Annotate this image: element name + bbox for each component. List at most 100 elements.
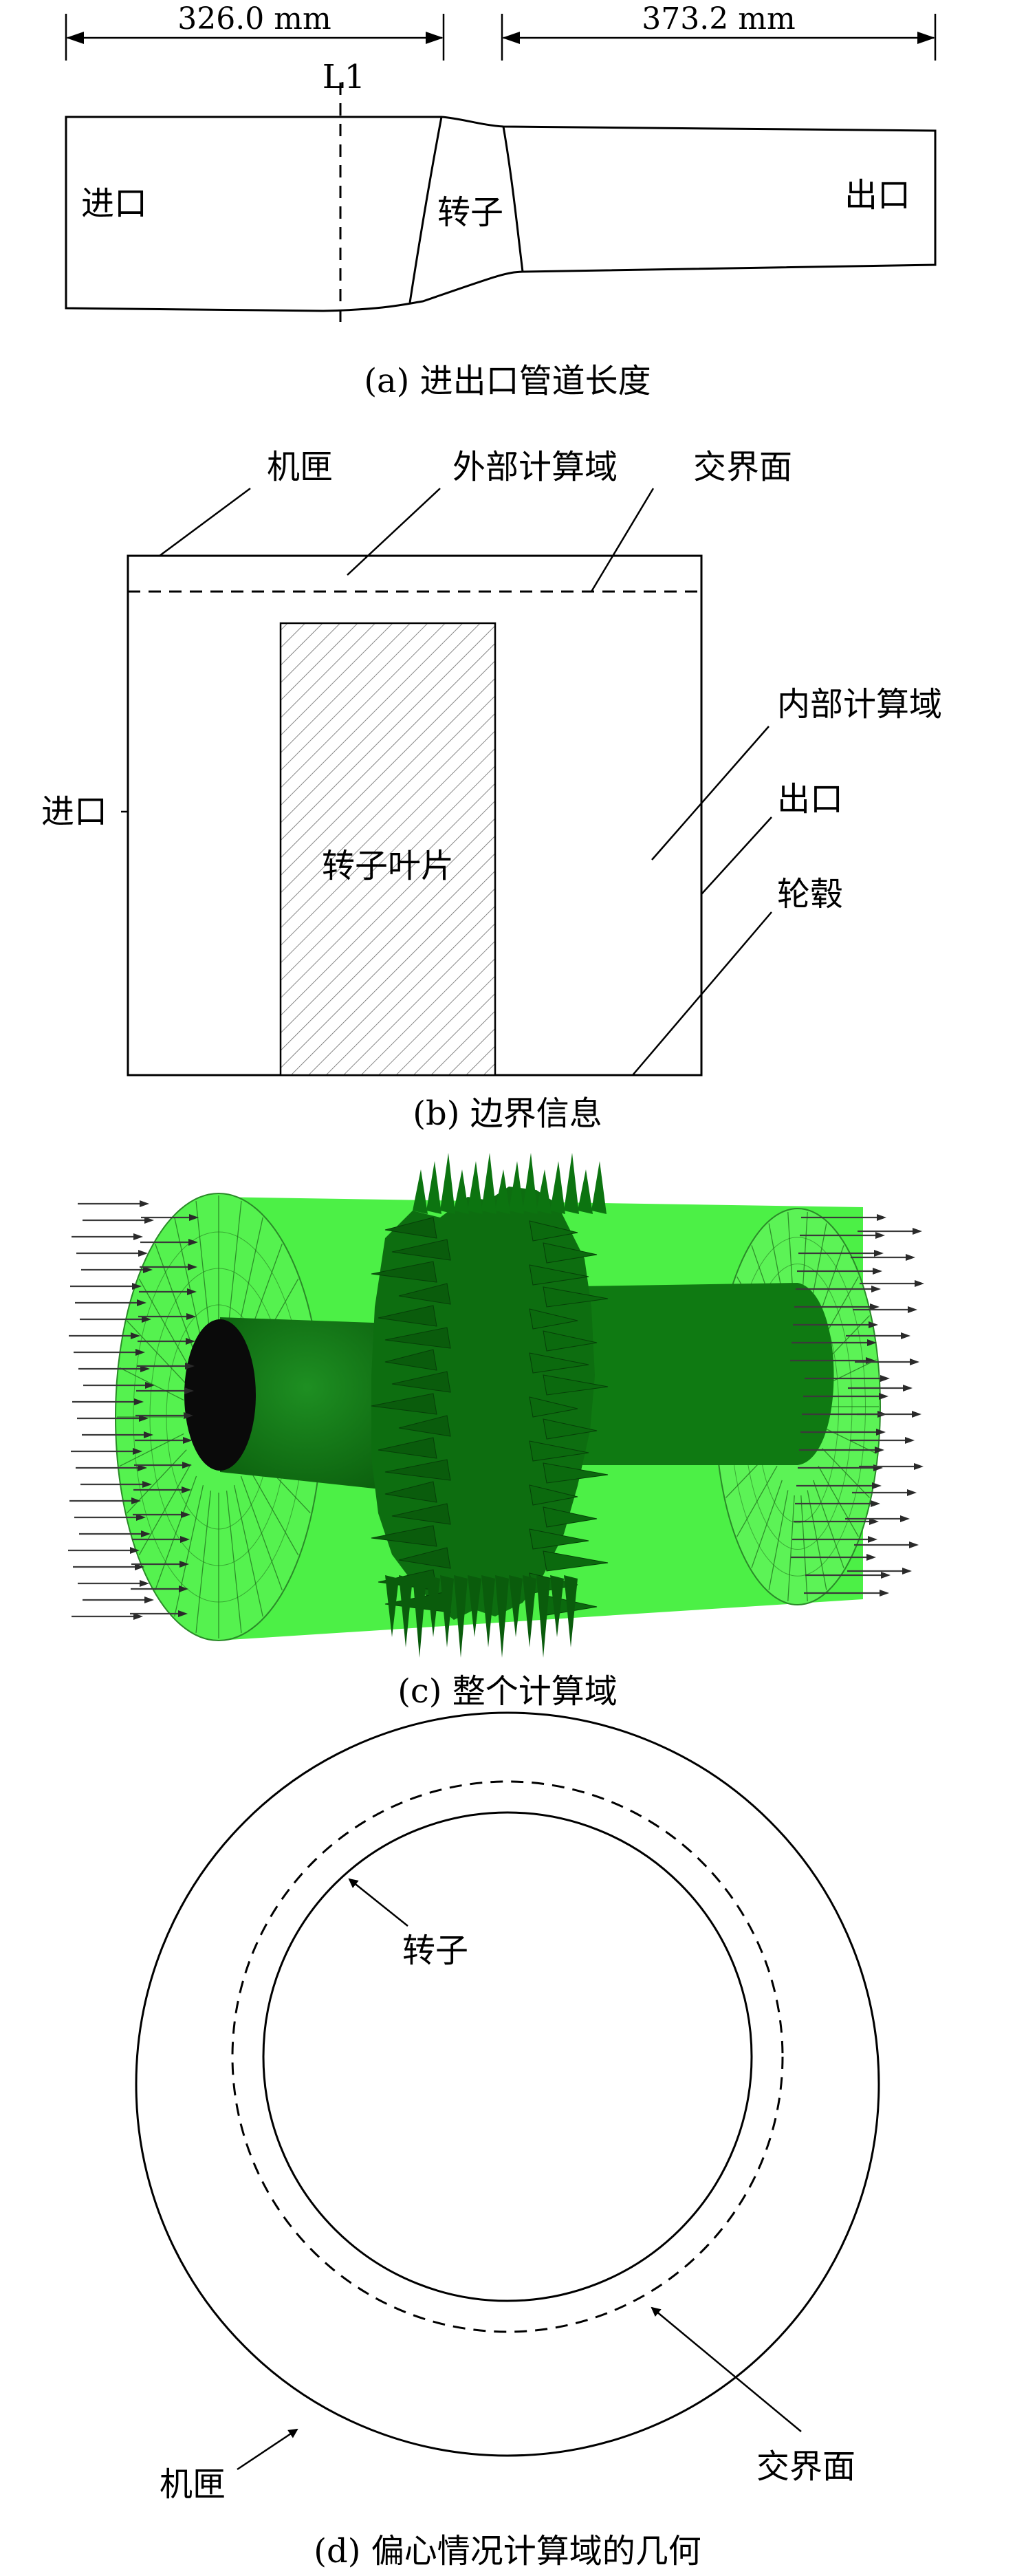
inlet-flow-arrow-head <box>144 1217 154 1224</box>
outlet-flow-arrow-head <box>879 1393 888 1400</box>
blade-tooth-top <box>413 1169 428 1214</box>
blade-tooth-top <box>495 1169 510 1214</box>
blade-tooth-top <box>481 1153 496 1214</box>
blade-tooth <box>529 1308 578 1330</box>
outlet-flow-arrow-head <box>869 1518 879 1525</box>
hub-leader <box>632 911 772 1076</box>
blade-tooth-top <box>523 1153 538 1214</box>
outlet-flow-arrow-head <box>901 1332 910 1339</box>
outlet-flow-arrow-head <box>907 1489 917 1496</box>
blade-tooth-bottom <box>509 1575 523 1637</box>
outlet-label: 出口 <box>844 176 910 215</box>
blade-tooth <box>384 1349 437 1371</box>
blade-tooth <box>384 1327 451 1349</box>
inlet-label-b: 进口 <box>41 792 107 831</box>
inlet-flow-arrow-head <box>179 1561 189 1568</box>
blade-tooth <box>529 1220 578 1242</box>
inlet-flow-arrow-head <box>144 1597 154 1603</box>
casing-circle <box>135 1711 880 2457</box>
outlet-flow-arrow-head <box>900 1515 910 1522</box>
inner-domain-label: 内部计算域 <box>777 685 942 724</box>
inlet-flow-arrow-head <box>131 1332 140 1339</box>
inlet-flow-arrow-head <box>186 1338 195 1345</box>
blade-tooth <box>529 1440 589 1462</box>
outlet-flow-arrow-head <box>875 1232 885 1239</box>
outlet-flow-arrow-head <box>867 1339 877 1346</box>
inlet-label: 进口 <box>81 184 147 223</box>
outlet-flow-arrow-head <box>877 1214 886 1221</box>
outlet-flow-arrow-head <box>881 1572 891 1579</box>
casing-label: 机匣 <box>267 448 333 486</box>
blade-tooth <box>398 1283 451 1305</box>
blade-tooth-bottom <box>468 1575 481 1637</box>
blade-tooth-bottom <box>426 1575 440 1637</box>
blade-tooth <box>529 1264 589 1286</box>
outlet-flow-arrow-head <box>915 1280 924 1287</box>
blade-tooth <box>543 1506 598 1528</box>
outlet-flow-arrow-head <box>876 1429 886 1436</box>
inlet-flow-arrow-head <box>138 1250 148 1257</box>
blade-tooth-bottom <box>440 1575 454 1647</box>
outlet-leader <box>701 816 772 895</box>
outer-domain-label: 外部计算域 <box>452 448 618 486</box>
outlet-flow-arrow-head <box>902 1568 912 1574</box>
inlet-flow-arrow-head <box>140 1200 149 1207</box>
blade-tooth <box>543 1374 609 1396</box>
inlet-flow-arrow-head <box>137 1299 146 1306</box>
blade-tooth <box>543 1462 609 1484</box>
outlet-flow-arrow-head <box>909 1541 919 1548</box>
dim-left-value: 326.0 mm <box>177 1 331 36</box>
panel-c-full-domain-render: (c) 整个计算域 <box>68 1153 924 1711</box>
blade-tooth-bottom <box>454 1575 468 1658</box>
dim-right-value: 373.2 mm <box>642 1 795 36</box>
inlet-flow-arrow-head <box>136 1514 146 1521</box>
blade-tooth <box>543 1242 598 1264</box>
blade-tooth-top <box>454 1169 469 1214</box>
blade-label: 转子叶片 <box>322 847 454 885</box>
caption-c: (c) 整个计算域 <box>397 1672 618 1711</box>
inner-domain-leader <box>651 726 770 861</box>
outlet-flow-arrow-head <box>913 1228 922 1235</box>
inlet-flow-arrow-head <box>140 1365 150 1372</box>
interface-leader <box>590 488 655 592</box>
inlet-hub-face <box>184 1319 256 1471</box>
inlet-flow-arrow-head <box>134 1398 144 1405</box>
rotor-arrow <box>348 1878 408 1927</box>
blade-tooth <box>378 1305 437 1327</box>
inlet-flow-arrow-head <box>185 1363 195 1370</box>
outlet-flow-arrow-head <box>870 1303 880 1310</box>
caption-b: (b) 边界信息 <box>413 1094 602 1133</box>
blade-tooth-bottom <box>495 1575 509 1658</box>
inlet-flow-arrow-head <box>179 1585 188 1592</box>
panel-a-pipe-lengths: 326.0 mm 373.2 mm L1 进口 转子 出口 (a) 进出口管道长… <box>65 1 937 400</box>
inlet-mesh-lines <box>117 1195 320 1638</box>
blade-tooth-bottom <box>385 1575 399 1637</box>
outlet-flow-arrow-head <box>869 1321 878 1328</box>
blade-tooth-top <box>550 1161 565 1214</box>
inlet-flow-arrow-head <box>142 1481 152 1488</box>
blade-tooth-top <box>578 1169 593 1214</box>
blade-tooth-top <box>564 1153 579 1214</box>
blade-tooth <box>543 1418 598 1440</box>
inlet-flow-arrow-head <box>182 1462 192 1469</box>
blade-tooth-top <box>440 1153 455 1214</box>
blade-tooth-top <box>536 1169 552 1214</box>
inlet-flow-arrow-head <box>133 1448 142 1455</box>
outer-domain-leader <box>347 488 441 576</box>
outlet-flow-arrow-head <box>873 1268 882 1275</box>
blade-tooth <box>371 1525 437 1547</box>
outlet-flow-arrow-head <box>910 1359 919 1365</box>
casing-arrow <box>237 2428 298 2471</box>
inlet-flow-arrow-head <box>145 1382 155 1389</box>
blade-tooth <box>398 1547 451 1569</box>
blade-tooth <box>384 1459 451 1481</box>
inlet-flow-arrow-head <box>186 1313 196 1320</box>
rotor-left-boundary <box>408 116 443 303</box>
outlet-flow-arrow-head <box>871 1286 881 1292</box>
interface-label-d: 交界面 <box>756 2447 855 2486</box>
pipe-outline <box>65 116 937 312</box>
outlet-flow-arrow-head <box>914 1463 924 1470</box>
inlet-flow-arrow-head <box>178 1610 188 1617</box>
outlet-flow-arrow-head <box>873 1464 883 1471</box>
blade-tooth-bottom <box>413 1575 426 1658</box>
